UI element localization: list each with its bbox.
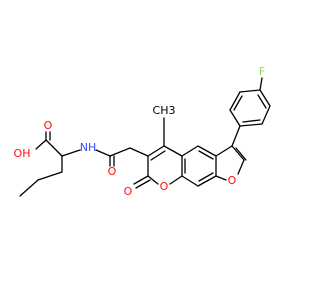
bond [150, 150, 166, 161]
bond [259, 89, 271, 107]
bond [197, 145, 217, 157]
atom-label-acid-o: O [44, 119, 53, 132]
bond [239, 123, 263, 127]
atom-label-amide-nh: NH [80, 141, 97, 154]
bond [19, 179, 39, 197]
atom-label-lactone-carbonyl-o: O [124, 185, 133, 198]
bond [229, 109, 241, 127]
molecule-canvas: F OH O NH O CH3 O O O [13, 65, 271, 198]
bond [45, 139, 63, 157]
bond [215, 145, 233, 157]
bond [257, 94, 267, 109]
atom-label-furan-o: O [228, 174, 237, 187]
bond [147, 145, 165, 157]
bond [147, 175, 159, 185]
bond [35, 139, 47, 150]
bond [37, 171, 63, 181]
bond [135, 179, 151, 189]
bond [133, 175, 149, 185]
bond [95, 149, 111, 157]
bond-set [19, 77, 271, 197]
bond [109, 147, 131, 157]
bond [229, 91, 241, 111]
bond [233, 95, 243, 111]
bond [169, 175, 183, 185]
bond [198, 150, 214, 160]
atom-label-lactone-ring-o: O [160, 180, 169, 193]
atom-label-methyl: CH3 [153, 104, 176, 117]
bond [237, 159, 245, 175]
bond [181, 175, 199, 187]
bond [181, 145, 199, 157]
molecule-diagram: F OH O NH O CH3 O O O [14, 65, 271, 198]
bond [215, 175, 227, 181]
bond [239, 89, 261, 93]
bond [129, 147, 149, 157]
atom-label-set: F OH O NH O CH3 O O O [14, 65, 266, 198]
bond [61, 149, 81, 157]
atom-label-fluorine: F [259, 65, 265, 78]
atom-label-amide-o: O [108, 165, 117, 178]
bond [261, 105, 271, 125]
bond [163, 145, 183, 157]
bond [259, 77, 263, 91]
atom-label-acid-oh: OH [14, 147, 31, 160]
bond [231, 125, 241, 147]
bond [242, 119, 261, 123]
bond [197, 175, 217, 187]
bond [198, 172, 214, 182]
bond [235, 147, 247, 161]
bond [231, 145, 245, 161]
